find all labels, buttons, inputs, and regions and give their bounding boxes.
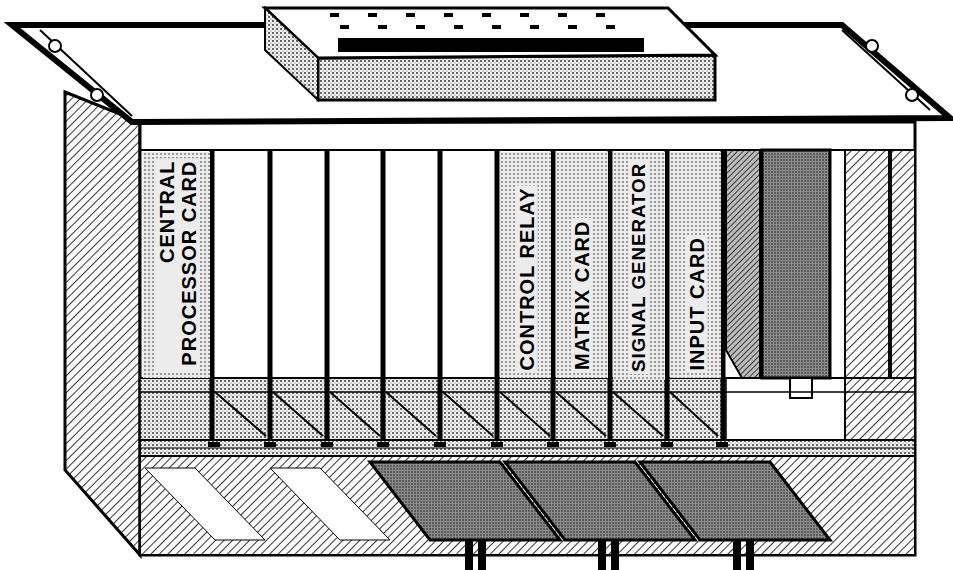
card-label-frame: CENTRAL PROCESSOR CARD <box>143 152 210 378</box>
card-label-frame: SIGNAL GENERATOR <box>613 152 665 380</box>
circuit-card: CONTROL RELAY <box>500 152 551 378</box>
circuit-card: SIGNAL GENERATOR <box>613 152 665 380</box>
card-label: CONTROL RELAY <box>515 185 537 372</box>
card-label-frame: CONTROL RELAY <box>500 152 551 378</box>
card-label: CENTRAL PROCESSOR CARD <box>155 158 199 372</box>
circuit-card: INPUT CARD <box>670 152 721 378</box>
circuit-card: MATRIX CARD <box>556 152 608 378</box>
circuit-card: CENTRAL PROCESSOR CARD <box>143 152 210 378</box>
card-label-frame: INPUT CARD <box>670 152 721 378</box>
card-label: INPUT CARD <box>685 235 707 372</box>
card-label: SIGNAL GENERATOR <box>629 161 650 374</box>
card-label: MATRIX CARD <box>571 218 593 372</box>
card-label-frame: MATRIX CARD <box>556 152 608 378</box>
